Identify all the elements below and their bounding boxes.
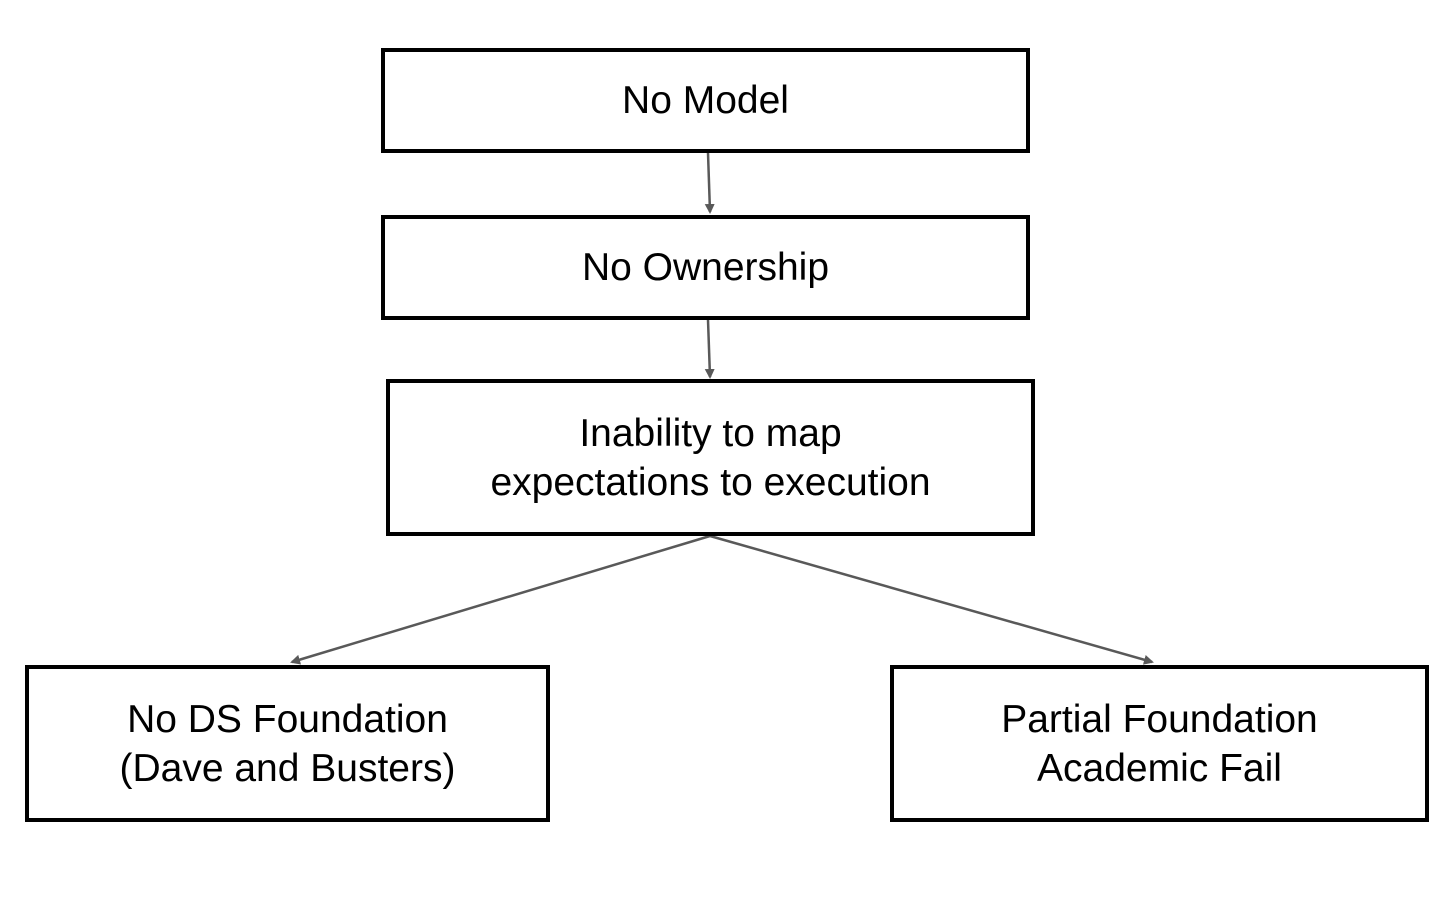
node-label-line-1: No DS Foundation — [127, 697, 448, 741]
node-no-model: No Model — [381, 48, 1030, 153]
arrow-no-ownership-to-inability — [704, 319, 715, 379]
node-label-line-1: Inability to map — [579, 411, 842, 455]
node-no-ds-foundation: No DS Foundation (Dave and Busters) — [25, 665, 550, 822]
node-partial-foundation: Partial Foundation Academic Fail — [890, 665, 1429, 822]
arrow-inability-to-partial-foundation — [709, 534, 1154, 665]
node-label-line-2: Academic Fail — [1037, 746, 1282, 790]
node-label: No Model — [622, 79, 789, 122]
arrow-no-model-to-no-ownership — [704, 152, 715, 214]
node-label-line-2: expectations to execution — [490, 460, 931, 504]
node-label-line-2: (Dave and Busters) — [119, 746, 456, 790]
arrow-inability-to-no-ds-foundation — [290, 534, 711, 665]
node-no-ownership: No Ownership — [381, 215, 1030, 320]
node-label: No Ownership — [581, 246, 830, 289]
node-label-line-1: Partial Foundation — [1001, 697, 1318, 741]
node-inability-to-map: Inability to map expectations to executi… — [386, 379, 1035, 536]
